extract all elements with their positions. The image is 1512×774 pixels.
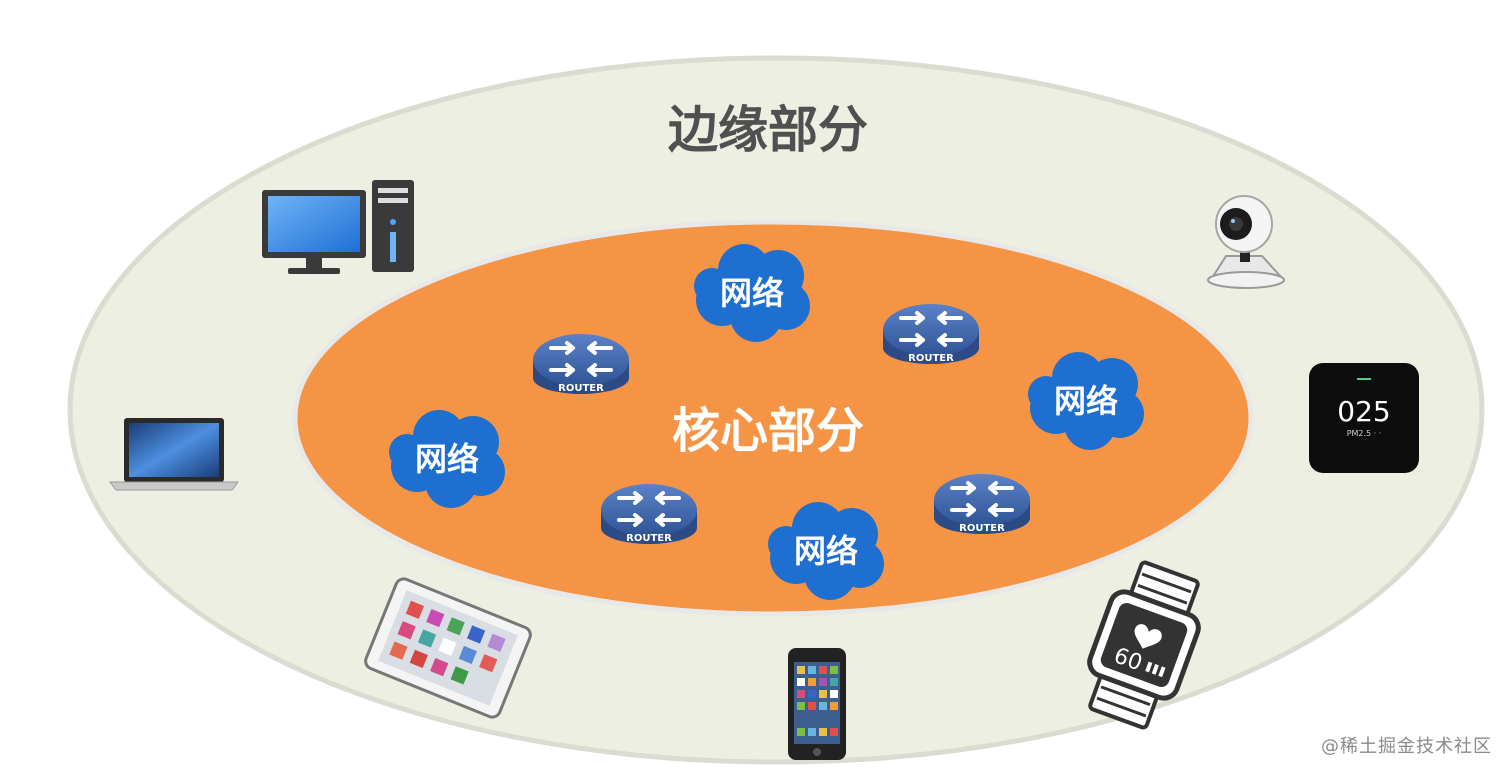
core-label: 核心部分 [672,403,864,459]
network-label: 网络 [720,274,784,312]
watermark: @稀土掘金技术社区 [1321,736,1492,757]
air-monitor-reading: 025 [1337,395,1390,428]
router-3: ROUTER [601,484,697,544]
router-2: ROUTER [883,304,979,364]
router-icon [601,484,697,544]
network-cloud-1: 网络 [694,244,810,342]
air-monitor-icon: 025 PM2.5 · · [1309,363,1419,473]
router-icon [883,304,979,364]
network-label: 网络 [415,440,479,478]
network-cloud-4: 网络 [768,502,884,600]
edge-label: 边缘部分 [668,101,868,159]
router-label: ROUTER [908,353,954,364]
cloud-icon [768,502,884,600]
network-cloud-3: 网络 [389,410,505,508]
router-icon [934,474,1030,534]
cloud-icon [1028,352,1144,450]
smartwatch-icon: 60 [1087,560,1201,730]
desktop-computer-icon [262,180,414,274]
tablet-icon [364,577,532,719]
network-cloud-2: 网络 [1028,352,1144,450]
network-label: 网络 [794,532,858,570]
router-label: ROUTER [959,523,1005,534]
smartphone-icon [788,648,846,760]
router-label: ROUTER [558,383,604,394]
router-1: ROUTER [533,334,629,394]
router-label: ROUTER [626,533,672,544]
air-monitor-sub: PM2.5 · · [1347,429,1382,438]
cloud-icon [694,244,810,342]
laptop-icon [109,418,239,491]
network-label: 网络 [1054,382,1118,420]
router-4: ROUTER [934,474,1030,534]
router-icon [533,334,629,394]
webcam-icon [1207,195,1285,289]
cloud-icon [389,410,505,508]
